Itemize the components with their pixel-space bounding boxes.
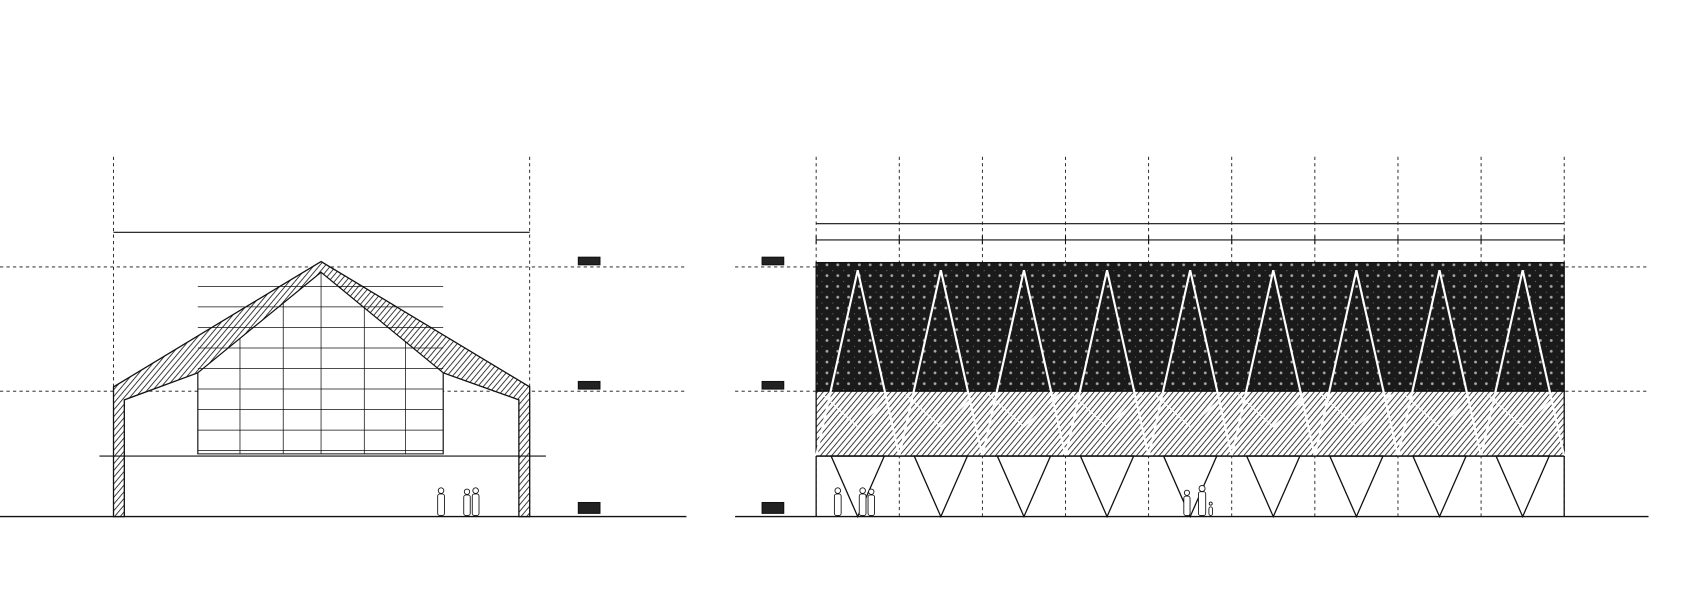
leg-triangle <box>1495 455 1551 519</box>
leg-triangle <box>913 455 969 519</box>
truss-chord <box>1320 393 1392 428</box>
person-figure <box>859 487 866 494</box>
truss-diagonal <box>815 269 901 457</box>
truss-chord <box>1071 393 1143 428</box>
person-figure <box>437 487 445 494</box>
truss-diagonal <box>898 269 984 457</box>
person-figure <box>858 493 867 516</box>
truss-diagonal <box>981 269 1067 457</box>
person-figure <box>1198 491 1207 516</box>
leg-triangle <box>1079 455 1135 519</box>
side-elevation <box>735 156 1649 519</box>
person-figure <box>868 488 875 495</box>
truss-diagonal <box>1313 269 1400 457</box>
truss-diagonal <box>1064 269 1150 457</box>
truss-chord <box>1404 393 1476 428</box>
leg-triangle <box>1245 455 1301 519</box>
truss-chord <box>822 393 894 428</box>
truss-chord <box>905 393 977 428</box>
perforated-facade <box>815 261 1565 392</box>
person-figure <box>833 493 842 516</box>
truss-diagonal <box>1147 269 1233 457</box>
leg-triangle <box>996 455 1052 519</box>
truss-chord <box>1237 393 1309 428</box>
person-figure <box>1208 501 1213 506</box>
person-figure <box>1198 485 1206 492</box>
person-figure <box>867 494 875 516</box>
leg-triangle <box>1411 455 1468 519</box>
truss-chord <box>1487 393 1559 428</box>
lower-band <box>815 390 1565 457</box>
person-figure <box>1183 489 1190 496</box>
person-figure <box>463 488 471 495</box>
person-figure <box>471 493 480 516</box>
person-figure <box>472 487 479 494</box>
person-figure <box>437 493 445 516</box>
person-figure <box>834 487 842 494</box>
truss-diagonal <box>1396 269 1483 457</box>
person-figure <box>1183 495 1191 516</box>
truss-chord <box>1154 393 1226 428</box>
person-figure <box>1208 506 1213 516</box>
leg-triangle <box>1328 455 1384 519</box>
person-figure <box>463 494 471 516</box>
truss-diagonal <box>1480 269 1566 457</box>
end-elevation <box>0 156 687 518</box>
truss-chord <box>988 393 1060 428</box>
truss-diagonal <box>1230 269 1316 457</box>
glass-gable <box>197 271 444 455</box>
